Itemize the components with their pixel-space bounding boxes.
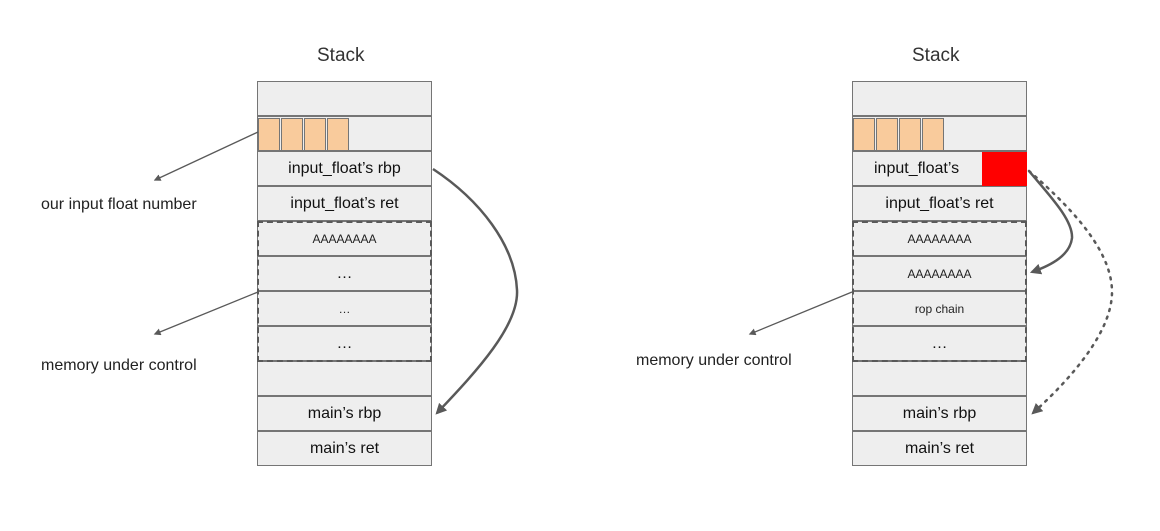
overwritten-rbp-label: input_float’s — [874, 159, 960, 177]
input-byte-1 — [258, 118, 280, 151]
input-byte-3 — [304, 118, 326, 151]
overwritten-rbp-bytes — [982, 152, 1027, 186]
input-byte-1 — [853, 118, 875, 151]
right-original-rbp-arrow — [1027, 169, 1114, 415]
input-byte-3 — [899, 118, 921, 151]
left-stack-cell-0 — [257, 81, 432, 116]
left-stack-cell-main-rbp: main’s rbp — [257, 396, 432, 431]
right-stack-cell-input-float-ret: input_float’s ret — [852, 186, 1027, 221]
input-byte-2 — [281, 118, 303, 151]
right-stack-cell-fake-rbp: AAAAAAAA — [852, 256, 1027, 291]
right-controlled-region — [852, 221, 1027, 362]
left-memory-label-arrow — [153, 291, 259, 336]
left-stack-cell-input-float-rbp: input_float’s rbp — [257, 151, 432, 186]
right-stack-cell-padding-1: AAAAAAAA — [852, 221, 1027, 256]
right-memory-label: memory under control — [636, 352, 792, 369]
left-stack-title: Stack — [317, 45, 365, 66]
input-byte-2 — [876, 118, 898, 151]
left-stack-cell-ellipsis-1: … — [257, 256, 432, 291]
left-stack-cell-input-float-ret: input_float’s ret — [257, 186, 432, 221]
right-overwritten-rbp-arrow — [1028, 170, 1074, 275]
input-byte-4 — [922, 118, 944, 151]
right-stack-cell-input-float-rbp: input_float’s — [852, 151, 1027, 186]
input-byte-4 — [327, 118, 349, 151]
left-controlled-region — [257, 221, 432, 362]
right-stack-cell-main-ret: main’s ret — [852, 431, 1027, 466]
left-stack-cell-1 — [257, 116, 432, 151]
left-stack-cell-main-ret: main’s ret — [257, 431, 432, 466]
right-stack-cell-rop-chain: rop chain — [852, 291, 1027, 326]
right-memory-label-arrow — [748, 291, 853, 336]
right-stack-cell-0 — [852, 81, 1027, 116]
right-stack-cell-1 — [852, 116, 1027, 151]
left-rbp-pointer-arrow — [432, 167, 519, 415]
right-stack-cell-main-rbp: main’s rbp — [852, 396, 1027, 431]
input-label-arrow — [153, 131, 259, 181]
left-stack-cell-8 — [257, 361, 432, 396]
right-stack-title: Stack — [912, 45, 960, 66]
left-memory-label: memory under control — [41, 357, 197, 374]
input-float-label: our input float number — [41, 196, 197, 213]
